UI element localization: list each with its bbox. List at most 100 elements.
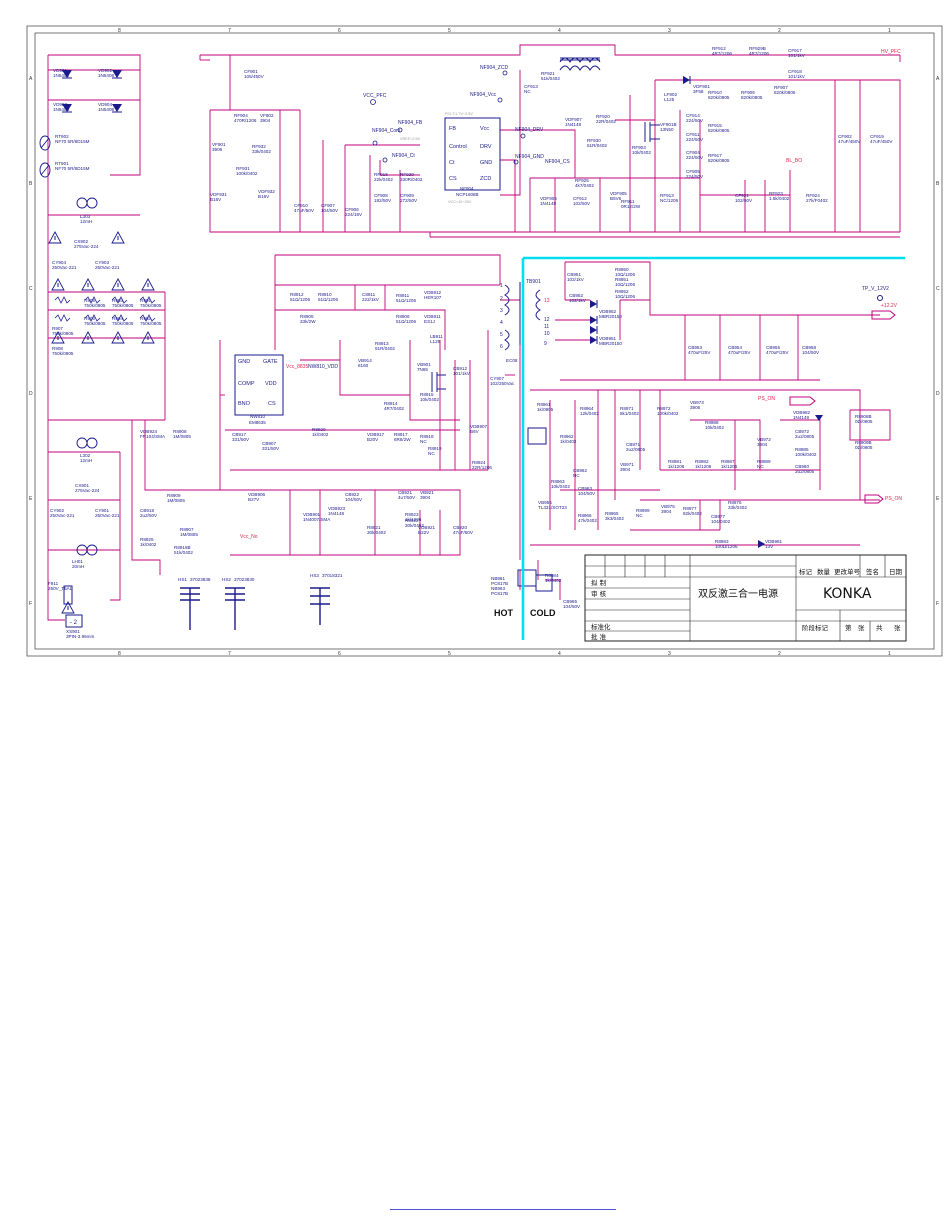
component-ref: R8952 [615, 289, 629, 294]
primary-wiring [200, 254, 521, 560]
component-ref: CB971 [626, 442, 640, 447]
component-value: 1k/0805 [537, 407, 554, 412]
grid-col-label: 7 [228, 651, 231, 657]
component-value: HER107 [424, 295, 442, 300]
svg-text:GND: GND [480, 160, 492, 166]
svg-text:CS: CS [268, 401, 276, 407]
component-ref: LF902 [664, 92, 677, 97]
component-ref: CF911 [686, 132, 700, 137]
component-ref: R8918B [174, 545, 191, 550]
grid-col-label: 5 [448, 28, 451, 34]
component-value: PC817B [491, 581, 508, 586]
component-value: 10k/0402 [632, 150, 651, 155]
grid-row-label: C [936, 286, 940, 292]
svg-text:1: 1 [500, 283, 503, 289]
component-value: 3906 [212, 147, 223, 152]
component-ref: R8982 [695, 459, 709, 464]
component-ref: CB922 [345, 492, 359, 497]
component-value: 4R7/1206 [749, 51, 769, 56]
heatsink-part: 37023830 [234, 577, 255, 582]
component-value: 750k/0805 [112, 321, 134, 326]
component-value: B6V [470, 429, 480, 434]
component-ref: CF913 [524, 84, 538, 89]
component-value: 1k/0402 [560, 439, 577, 444]
component-value: B27V [248, 497, 260, 502]
component-ref: VDB912 [424, 290, 442, 295]
component-ref: VDF932 [258, 189, 275, 194]
component-ref: VB914 [358, 358, 372, 363]
component-ref: CB917 [232, 432, 246, 437]
svg-text:13: 13 [544, 298, 550, 304]
component-ref: VD902 [98, 68, 112, 73]
svg-text:10: 10 [544, 331, 550, 337]
component-value: 1k/1206 [695, 464, 712, 469]
component-value: 1k/1206 [668, 464, 685, 469]
component-ref: R8925 [140, 537, 154, 542]
component-ref: R8981 [668, 459, 682, 464]
component-ref: CF904 [686, 150, 700, 155]
component-value: 331/50V [262, 446, 280, 451]
component-value: 10Ω/1206 [615, 282, 635, 287]
component-value: NF70 5R/8D15M [55, 139, 90, 144]
component-value: 51Ω/1206 [396, 298, 416, 303]
tb-col-mark: 标记 [799, 567, 813, 576]
component-value: 102/250Vac [490, 381, 515, 386]
output-diodes [590, 300, 823, 548]
component-value: 33k/0402 [728, 505, 747, 510]
component-value: 750k/0805 [140, 321, 162, 326]
component-ref: VB901 [417, 362, 431, 367]
svg-text:Vcc: Vcc [480, 126, 489, 132]
component-ref: VDB981 [765, 539, 783, 544]
grid-col-label: 2 [778, 28, 781, 34]
component-value: B22V [418, 530, 430, 535]
bridge-diode-vd902 [112, 70, 122, 79]
component-value: FR104/SMA [140, 434, 166, 439]
component-ref: RF921 [541, 71, 555, 76]
net-nf904-ct: NF904_Ct [392, 153, 415, 159]
svg-text:TB901: TB901 [526, 279, 541, 285]
net-bl-bo: BL_BO [786, 158, 802, 164]
component-value: 1k/1206 [405, 517, 422, 522]
component-ref: R8971 [620, 406, 634, 411]
tb-row-draft: 拟 制 [591, 578, 607, 587]
grid-row-label: A [29, 76, 33, 82]
component-value: 0Ω/0805 [855, 445, 873, 450]
warning-triangle-icon [111, 331, 125, 344]
component-value: 3904 [420, 495, 431, 500]
component-ref: RF931 [236, 166, 250, 171]
component-ref: CY904 [52, 260, 66, 265]
component-ref: R8989 [757, 459, 771, 464]
tb-total-unit: 张 [894, 623, 901, 632]
component-ref: VDF901 [693, 84, 710, 89]
component-value: 10k/0402 [705, 425, 724, 430]
component-value: 22R/0402 [596, 119, 616, 124]
optocouplers [517, 427, 553, 592]
component-value: 22k/0402 [374, 177, 393, 182]
component-value: 51R/0402 [375, 346, 395, 351]
component-ref: VDB911 [424, 314, 441, 319]
component-value: 470uF/25V [766, 350, 789, 355]
cold-side-label: COLD [530, 608, 556, 618]
component-ref: VDB952 [599, 309, 617, 314]
heatsink-symbols [180, 587, 330, 630]
component-value: 222/1kV [362, 297, 380, 302]
component-value: 275Vac-224 [75, 488, 100, 493]
component-ref: CB960 [795, 464, 809, 469]
component-ref: CX901 [75, 483, 89, 488]
tb-col-sign: 签名 [866, 567, 879, 576]
component-value: 1N4148 [328, 511, 345, 516]
component-ref: CF914 [686, 113, 700, 118]
component-ref: R8918 [420, 434, 434, 439]
input-component-labels: VD9011N5408VD9021N5408VD9031N5408VD9041N… [48, 68, 162, 639]
component-ref: VDF905 [610, 191, 627, 196]
component-value: 4R7/0402 [384, 406, 404, 411]
component-ref: R8908 [173, 429, 187, 434]
component-ref: CB907 [262, 441, 276, 446]
component-ref: CB962 [573, 468, 587, 473]
component-value: 105/450V [244, 74, 265, 79]
component-value: 1k/0402 [545, 578, 562, 583]
component-ref: R906 [84, 316, 95, 321]
tb-sheet-label: 第 [845, 623, 852, 632]
component-ref: R8915 [420, 392, 434, 397]
component-value: 1M/0805 [173, 434, 191, 439]
